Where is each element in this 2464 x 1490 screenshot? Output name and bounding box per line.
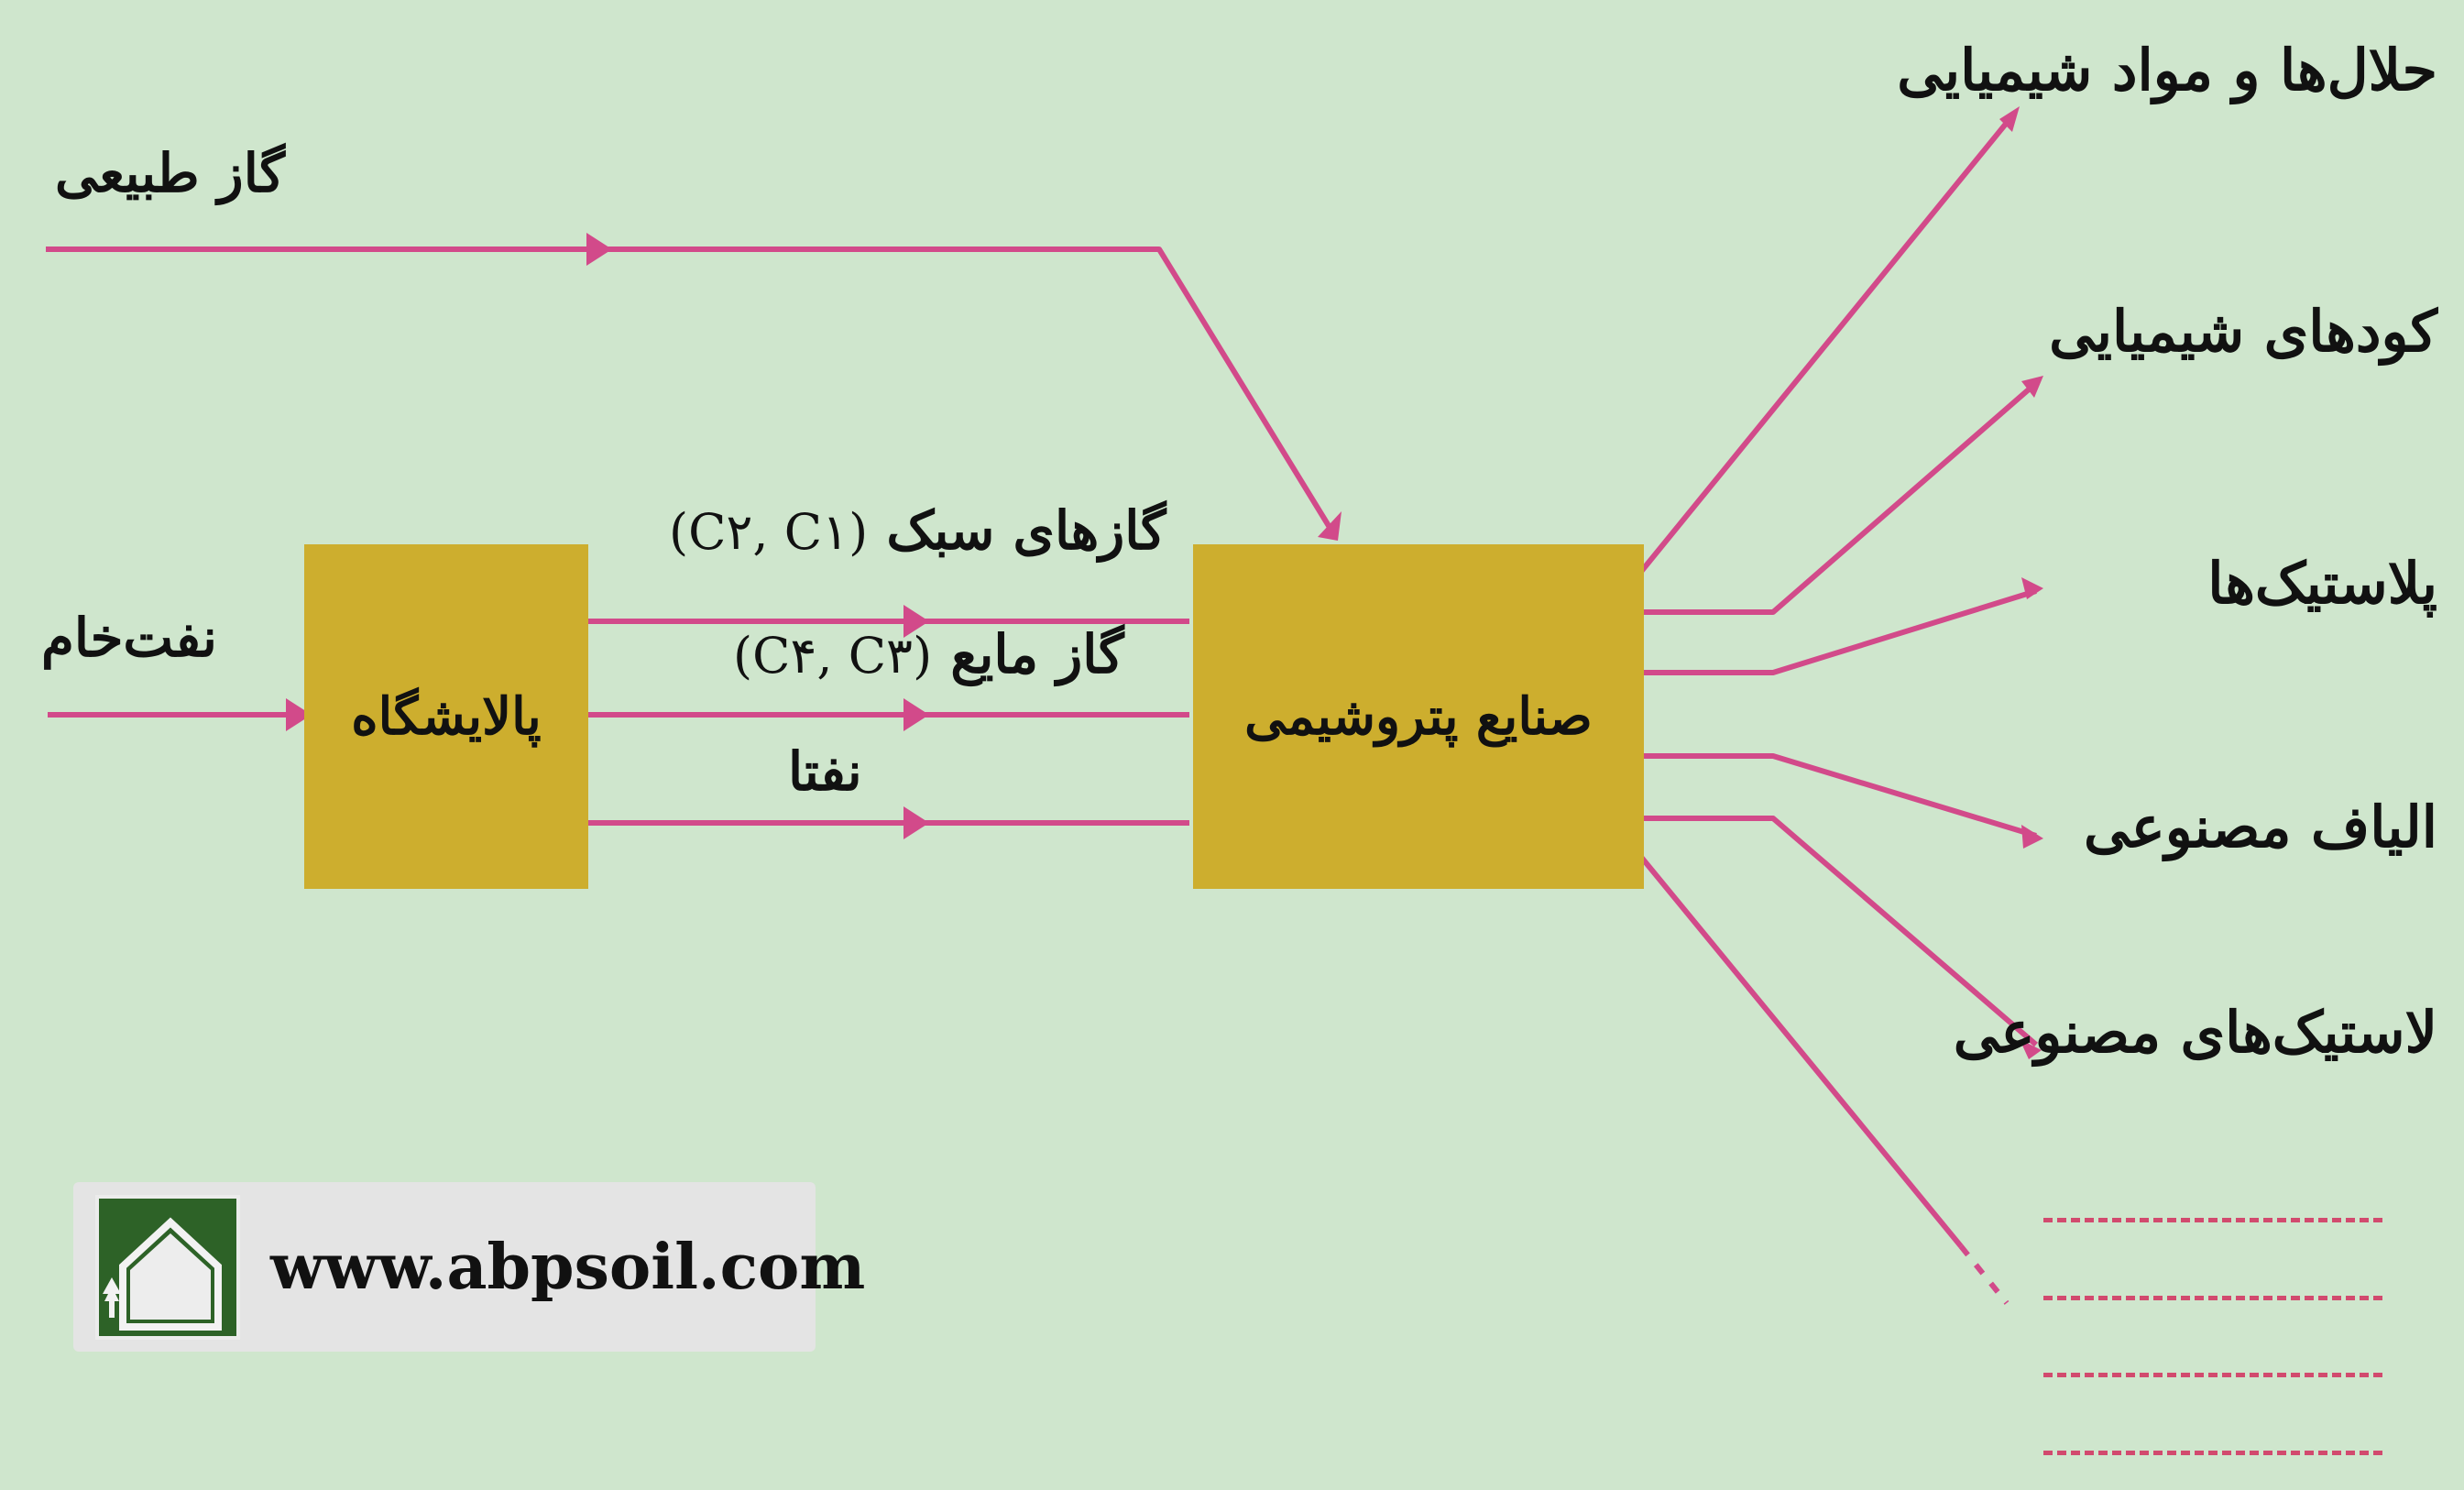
output-arrow-fibers [1640, 753, 2037, 838]
refinery-box: پالایشگاه [304, 544, 588, 889]
light-gases-label: گازهای سبک (C۲, C۱) [669, 499, 1166, 562]
placeholder-dash-line [2043, 1218, 2382, 1222]
liquefied-gas-formula: (C۴, C۳) [733, 627, 933, 685]
petrochemical-label: صنایع پتروشیمی [1244, 686, 1593, 747]
liquefied-gas-label: گاز مایع (C۴, C۳) [733, 623, 1124, 685]
output-label-rubbers: لاستیک‌های مصنوعی [1953, 999, 2437, 1066]
light-gases-name: گازهای سبک [886, 499, 1166, 562]
placeholder-dash-line [2043, 1451, 2382, 1455]
crude-oil-label: نفت‌خام [41, 607, 217, 669]
output-arrow-solvents [1637, 112, 2017, 575]
arrowhead-fertilizers [2021, 376, 2043, 398]
arrowhead-liquefied-gas [903, 698, 929, 731]
output-line-more [1637, 854, 1964, 1248]
light-gases-formula: (C۲, C۱) [669, 503, 869, 561]
output-line-more-dash [1958, 1244, 2010, 1305]
arrowhead-light-gases [903, 605, 929, 638]
arrowhead-solvents [1999, 106, 2020, 132]
liquefied-gas-name: گاز مایع [950, 623, 1124, 685]
output-arrow-plastics [1640, 588, 2037, 675]
arrowhead-natural-gas-mid [586, 233, 612, 266]
naphtha-label: نفتا [788, 740, 862, 803]
arrowhead-rubbers [2020, 1039, 2042, 1059]
output-label-plastics: پلاستیک‌ها [2207, 550, 2437, 617]
arrowhead-fibers [2021, 825, 2043, 849]
output-arrow-fertilizers [1640, 380, 2038, 615]
output-label-fibers: الیاف مصنوعی [2084, 794, 2437, 860]
arrowhead-natural-gas-end [1318, 511, 1342, 541]
arrowhead-plastics [2021, 577, 2043, 599]
arrowhead-naphtha [903, 806, 929, 839]
natural-gas-label: گاز طبیعی [55, 142, 285, 204]
output-label-fertilizers: کودهای شیمیایی [2049, 298, 2437, 365]
house-tree-logo-icon [95, 1195, 240, 1340]
output-arrow-rubbers [1640, 816, 2038, 1047]
output-label-solvents: حلال‌ها و مواد شیمیایی [1897, 37, 2437, 104]
refinery-label: پالایشگاه [351, 686, 542, 747]
watermark-card: www.abpsoil.com [73, 1182, 865, 1352]
petrochemical-box: صنایع پتروشیمی [1193, 544, 1644, 889]
placeholder-dash-line [2043, 1373, 2382, 1377]
placeholder-dash-line [2043, 1296, 2382, 1300]
arrowhead-crude-oil [286, 698, 312, 731]
natural-gas-arrow [46, 247, 1336, 535]
website-url: www.abpsoil.com [270, 1230, 866, 1304]
